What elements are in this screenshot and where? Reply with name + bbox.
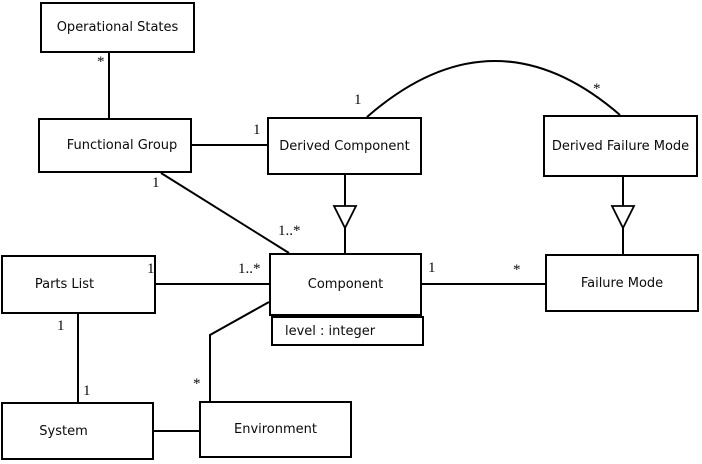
edge-environment-component: [209, 301, 270, 401]
node-label: Environment: [233, 422, 317, 437]
node-label: System: [39, 423, 88, 439]
node-label: Derived Failure Mode: [551, 138, 690, 154]
multiplicity-comp-fm-fm-end: *: [513, 262, 521, 278]
node-label: Failure Mode: [580, 275, 664, 291]
node-parts-list[interactable]: Parts List: [1, 255, 156, 314]
multiplicity-pl-comp-comp-end: 1..*: [238, 261, 261, 277]
edge-derived-component-derived-failure-mode-arc: [366, 60, 621, 118]
attribute-label: level : integer: [285, 323, 376, 339]
multiplicity-fg-comp-comp-end: 1..*: [278, 223, 301, 239]
node-label: Functional Group: [66, 138, 178, 153]
node-environment[interactable]: Environment: [199, 401, 352, 458]
node-derived-failure-mode[interactable]: Derived Failure Mode: [543, 115, 698, 177]
generalization-arrowhead-icon: [332, 205, 358, 231]
multiplicity-pl-comp-pl-end: 1: [147, 261, 155, 277]
node-label: Operational States: [56, 20, 179, 35]
edge-functional-group-component: [160, 172, 290, 254]
node-component-attribute-compartment[interactable]: level : integer: [271, 316, 424, 346]
multiplicity-arc-dfm-end: *: [593, 81, 601, 97]
multiplicity-env-comp-env-end: *: [193, 376, 201, 392]
node-label: Derived Component: [279, 138, 410, 154]
node-system[interactable]: System: [1, 402, 154, 460]
node-functional-group[interactable]: Functional Group: [38, 118, 192, 173]
node-label: Parts List: [34, 277, 95, 292]
multiplicity-os-fg: *: [97, 54, 105, 70]
node-component[interactable]: Component: [269, 253, 422, 316]
multiplicity-arc-dc-end: 1: [354, 92, 362, 108]
node-failure-mode[interactable]: Failure Mode: [545, 254, 699, 312]
generalization-arrowhead-icon: [610, 205, 636, 231]
node-label: Component: [307, 277, 384, 292]
multiplicity-comp-fm-comp-end: 1: [428, 260, 436, 276]
multiplicity-fg-dc: 1: [253, 122, 261, 138]
multiplicity-fg-comp-fg-end: 1: [152, 175, 160, 191]
node-derived-component[interactable]: Derived Component: [267, 117, 422, 175]
node-operational-states[interactable]: Operational States: [40, 2, 195, 53]
multiplicity-pl-sys-sys-end: 1: [83, 383, 91, 399]
multiplicity-pl-sys-pl-end: 1: [57, 318, 65, 334]
